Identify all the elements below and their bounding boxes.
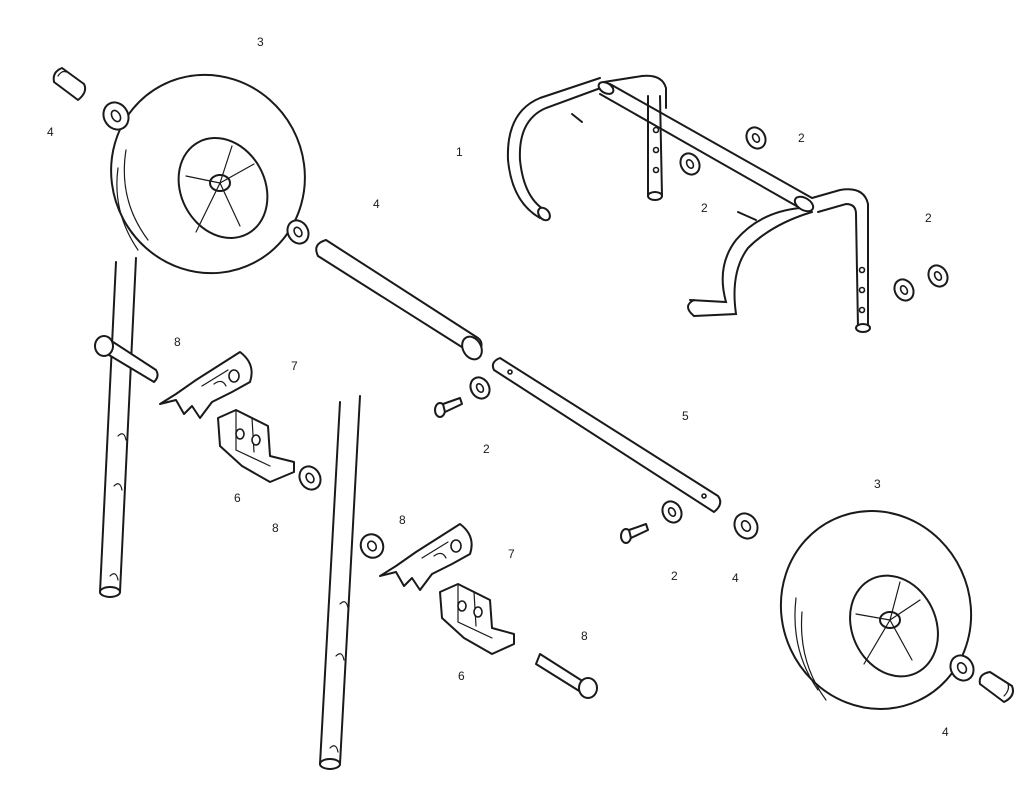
callout-2-c: 2: [925, 211, 932, 225]
axle-tube-upper: [315, 239, 483, 361]
callout-2-e: 2: [671, 569, 678, 583]
leg-left-inner: [319, 395, 361, 770]
callout-3-top: 3: [257, 35, 264, 49]
washer-clamp-upper: [298, 465, 322, 491]
callout-8-c: 8: [399, 513, 406, 527]
callout-8-a: 8: [174, 335, 181, 349]
hub-cap-left: [52, 67, 87, 101]
washer-frame-1: [745, 126, 767, 150]
bracket-lower: [379, 523, 473, 591]
callout-3-bottom: 3: [874, 477, 881, 491]
washer-rod-upper: [469, 376, 491, 400]
callout-8-b: 8: [272, 521, 279, 535]
callout-4-topleft: 4: [47, 125, 54, 139]
washer-axle-left: [286, 219, 310, 245]
washer-rod-lower: [661, 500, 683, 524]
leg-left-outer: [99, 257, 137, 598]
callout-4-mid: 4: [732, 571, 739, 585]
handle-frame: [506, 74, 871, 333]
screw-upper: [434, 397, 463, 418]
washer-axle-right: [733, 512, 759, 540]
washer-right-wheel: [949, 654, 975, 682]
wheel-left: [110, 73, 306, 275]
callout-2-b: 2: [701, 201, 708, 215]
screw-lower: [620, 523, 649, 544]
callout-2-a: 2: [798, 131, 805, 145]
pin-upper: [94, 335, 159, 383]
wheel-right: [779, 510, 973, 710]
bracket-upper: [159, 351, 253, 419]
washer-frame-2: [679, 152, 701, 176]
washer-frame-4: [927, 264, 949, 288]
clamp-upper: [217, 409, 295, 483]
washer-bracket-lower: [359, 533, 385, 559]
callout-4-axle: 4: [373, 197, 380, 211]
pin-lower: [535, 653, 598, 699]
clamp-lower: [439, 583, 515, 655]
callout-6-b: 6: [458, 669, 465, 683]
callout-4-bottomright: 4: [942, 725, 949, 739]
callout-2-d: 2: [483, 442, 490, 456]
callout-7-a: 7: [291, 359, 298, 373]
callout-1: 1: [456, 145, 463, 159]
callout-7-b: 7: [508, 547, 515, 561]
washer-left-wheel: [102, 101, 130, 131]
axle-rod-lower: [491, 357, 722, 513]
washer-frame-3: [893, 278, 915, 302]
callout-6-a: 6: [234, 491, 241, 505]
callout-5: 5: [682, 409, 689, 423]
hub-cap-right: [978, 671, 1014, 703]
callout-8-d: 8: [581, 629, 588, 643]
